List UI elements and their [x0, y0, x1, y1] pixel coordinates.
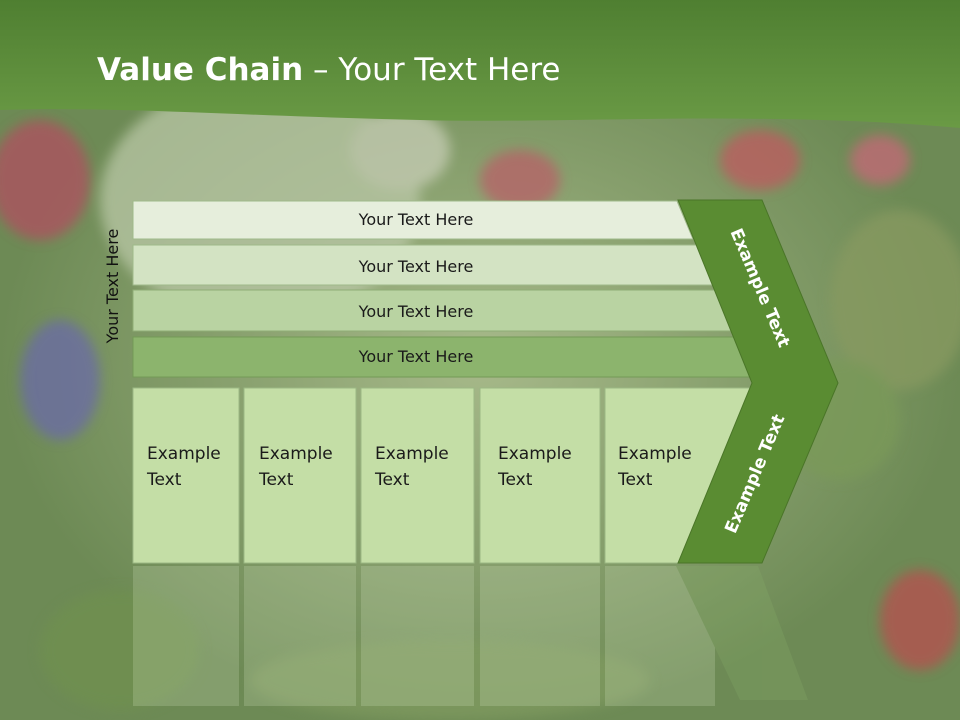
activity-bar-1 — [132, 200, 694, 240]
primary-box-3 — [360, 387, 475, 564]
margin-chevron — [677, 199, 839, 564]
primary-box-1-line1: Example — [147, 444, 221, 464]
activity-bar-2-label: Your Text Here — [358, 257, 474, 276]
primary-box-2 — [243, 387, 357, 564]
primary-box-5-line2: Text — [617, 470, 653, 490]
title-rest: – Your Text Here — [303, 52, 561, 88]
primary-box-4-line1: Example — [498, 444, 572, 464]
primary-box-5-line1: Example — [618, 444, 692, 464]
primary-box-3-line1: Example — [375, 444, 449, 464]
activity-bar-4-label: Your Text Here — [358, 347, 474, 366]
primary-box-4 — [479, 387, 601, 564]
activity-bar-3-label: Your Text Here — [358, 302, 474, 321]
primary-box-4-line2: Text — [497, 470, 533, 490]
title-bold: Value Chain — [97, 52, 304, 88]
page-title: Value Chain – Your Text Here — [97, 52, 560, 88]
primary-box-3-line2: Text — [374, 470, 410, 490]
primary-box-2-line2: Text — [258, 470, 294, 490]
primary-box-1-line2: Text — [146, 470, 182, 490]
activity-bar-1-label: Your Text Here — [358, 210, 474, 229]
primary-box-1 — [132, 387, 240, 564]
diagram-reflection — [133, 566, 808, 706]
primary-box-2-line1: Example — [259, 444, 333, 464]
